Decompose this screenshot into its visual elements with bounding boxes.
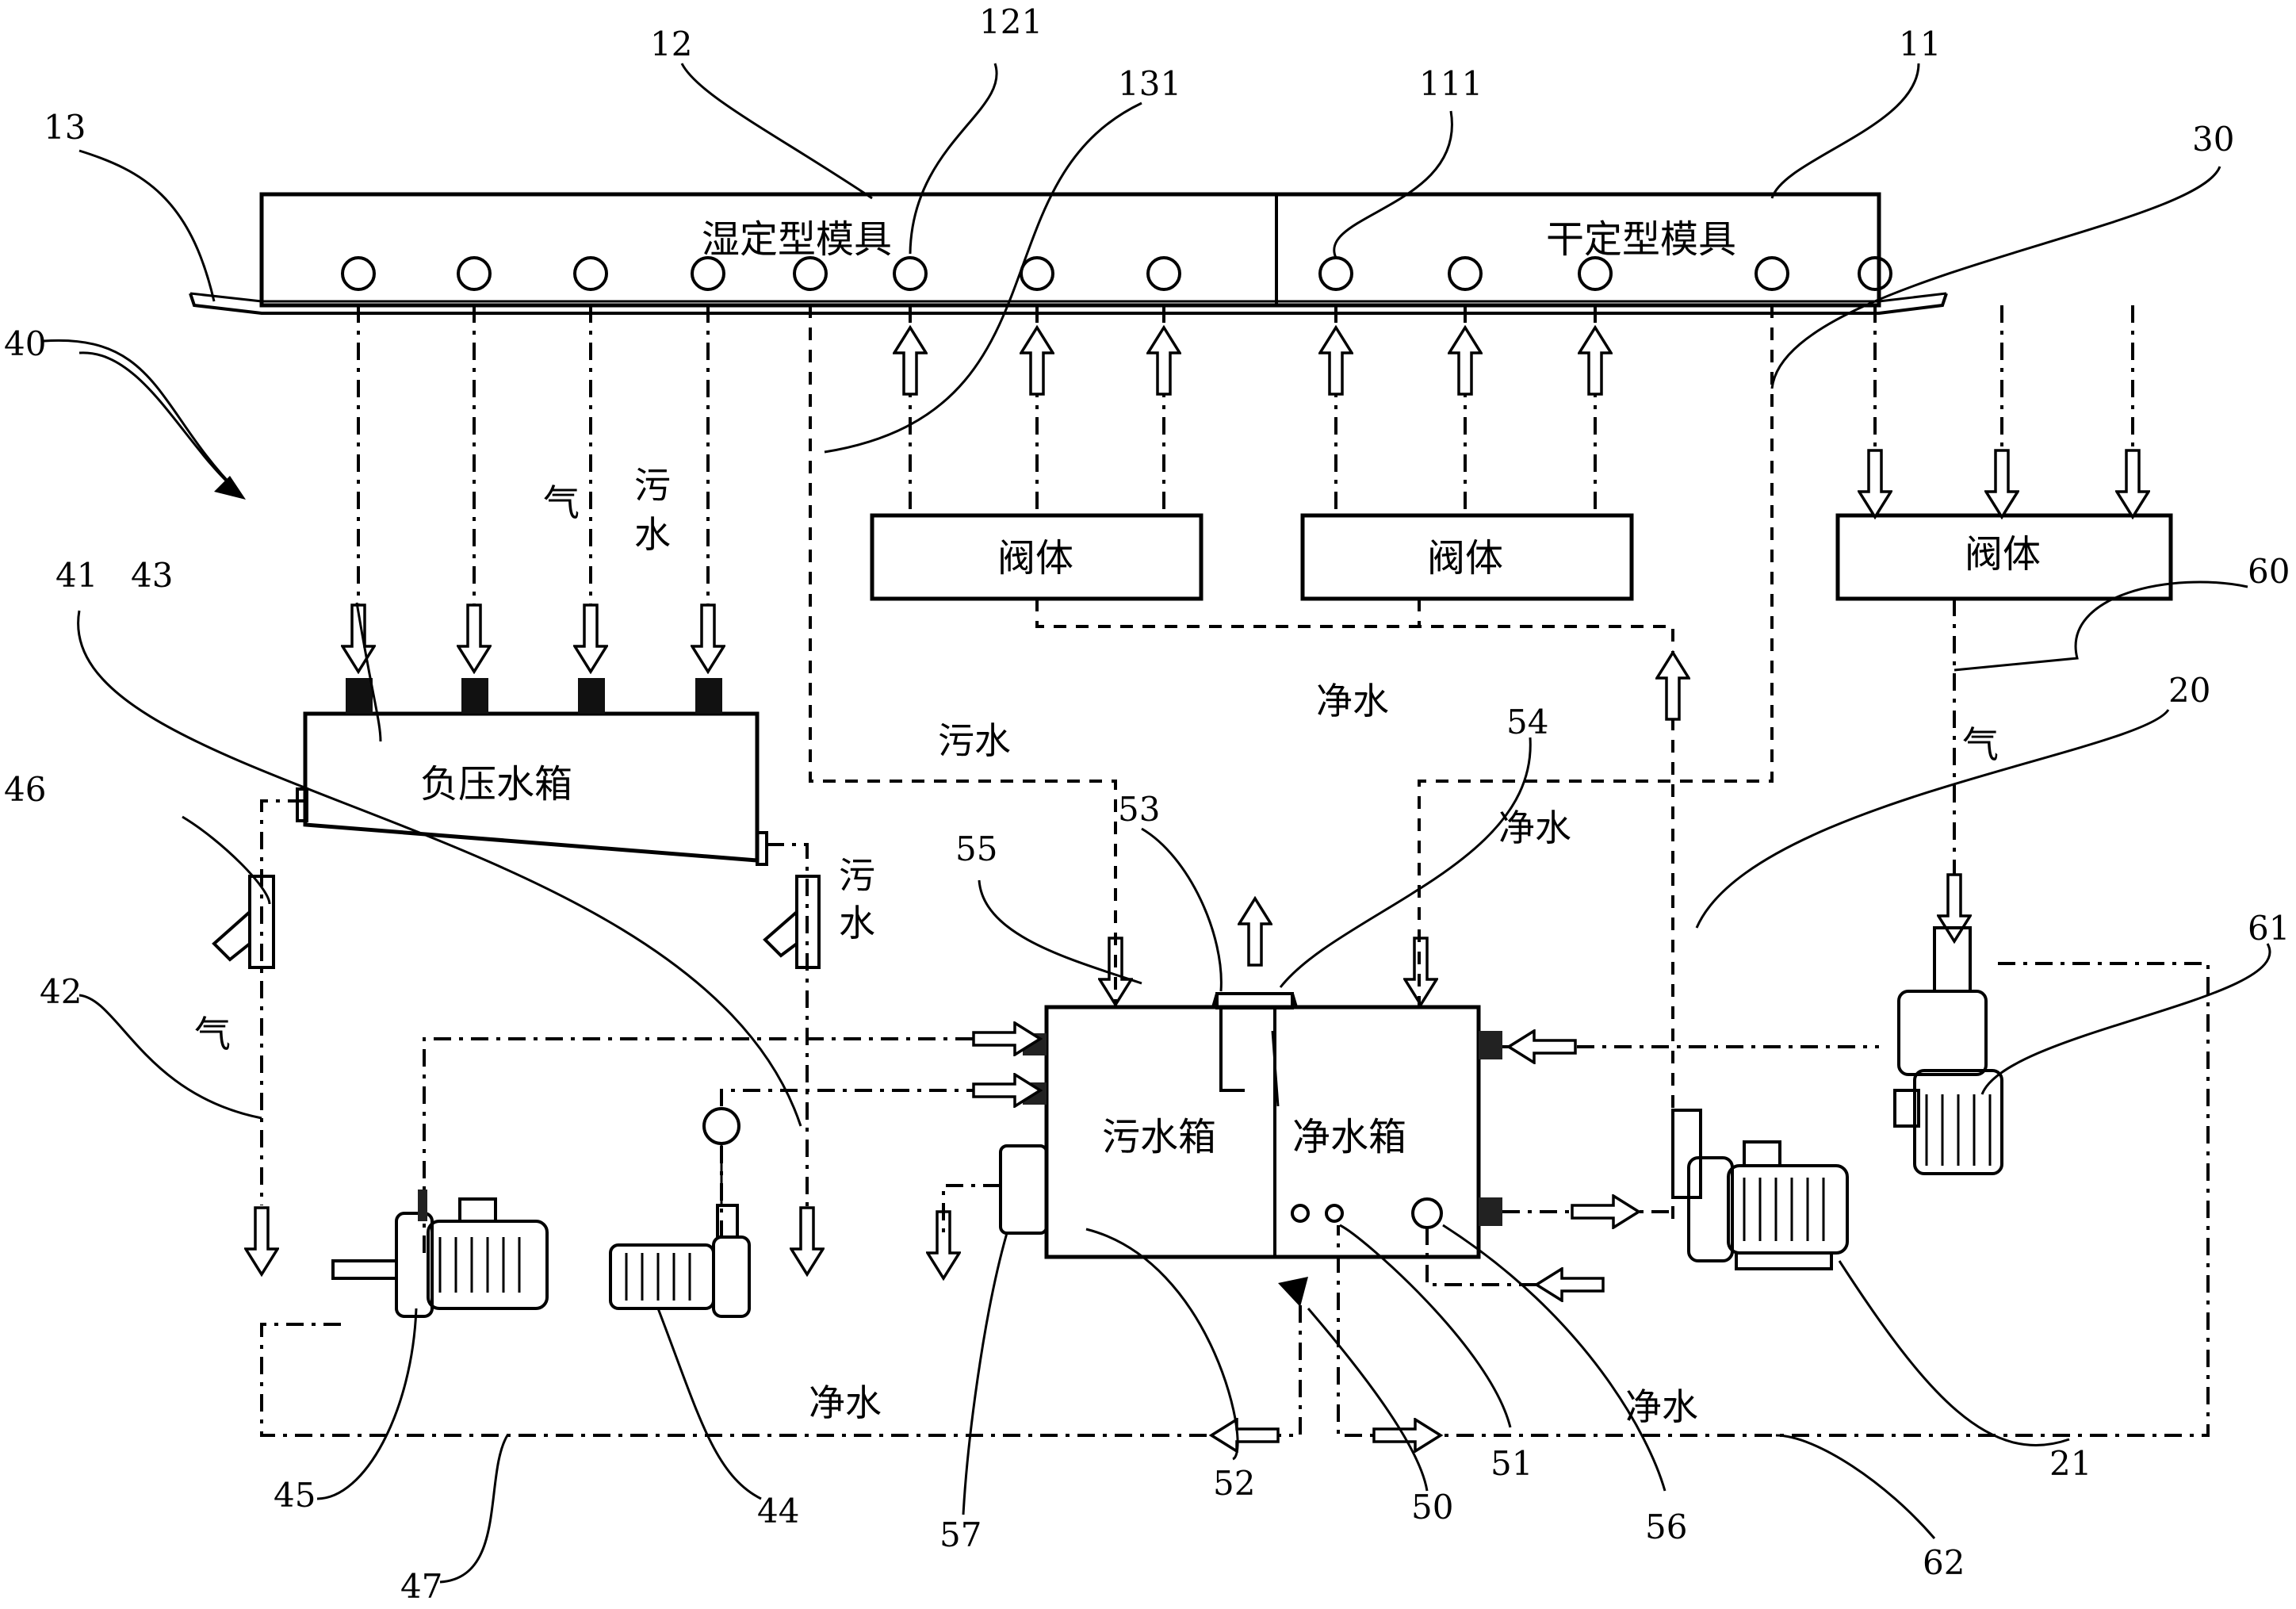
ref-55: 55: [955, 829, 997, 868]
ref-47: 47: [400, 1567, 442, 1606]
y-filter-right: [763, 875, 821, 969]
ref-53: 53: [1118, 790, 1160, 829]
mold-body: [259, 192, 1881, 308]
pump-45: [331, 1190, 549, 1318]
ref-44: 44: [757, 1492, 799, 1530]
ref-11: 11: [1899, 25, 1941, 63]
ref-21: 21: [2049, 1444, 2091, 1483]
sewage-label-c1: 污: [839, 854, 875, 897]
ref-43: 43: [131, 556, 173, 595]
clean-label-a: 净水: [1316, 680, 1389, 722]
valve-2-label: 阀体: [1427, 536, 1503, 580]
gas-label-c: 气: [194, 1013, 231, 1055]
clean-label-d: 净水: [1625, 1385, 1698, 1428]
valve-body-2: 阀体: [1300, 513, 1634, 601]
pump-61: [1893, 926, 2003, 1175]
ref-41: 41: [55, 556, 98, 595]
sewage-label-a1: 污: [634, 464, 671, 507]
pipe-network: [260, 305, 2210, 1437]
ref-57: 57: [939, 1515, 982, 1554]
reference-numbers: 13 12 121 131 111 11 30 40 43 41 60 20 5…: [4, 2, 2290, 1606]
valve-1-label: 阀体: [997, 536, 1073, 580]
mold-base-rail: [189, 293, 1948, 315]
ref-111: 111: [1419, 64, 1483, 103]
ref-60: 60: [2248, 552, 2290, 591]
ref-30: 30: [2192, 120, 2234, 159]
ref-12: 12: [650, 25, 692, 63]
wet-mold-label: 湿定型模具: [702, 217, 892, 262]
ref-131: 131: [1118, 64, 1181, 103]
valve-body-3: 阀体: [1835, 513, 2173, 601]
ref-54: 54: [1506, 703, 1548, 741]
ref-121: 121: [979, 2, 1043, 41]
ref-40-curve: [78, 351, 239, 493]
negative-pressure-tank: 负压水箱: [296, 678, 768, 866]
ref-45: 45: [274, 1476, 316, 1515]
ref-51: 51: [1490, 1444, 1533, 1483]
ref-61: 61: [2248, 909, 2290, 948]
mold-assembly: 湿定型模具 干定型模具: [189, 192, 1948, 315]
ref-62: 62: [1923, 1543, 1965, 1582]
sewage-label-b: 污水: [938, 719, 1011, 762]
flow-labels: 气 污 水 污水 净水 净水 气 污 水 气 净水 净水: [194, 464, 1999, 1428]
dry-mold-label: 干定型模具: [1546, 217, 1736, 262]
sewage-label-a2: 水: [634, 513, 671, 556]
leader-lines: [43, 63, 2271, 1584]
pump-44: [609, 1107, 751, 1318]
sewage-label-c2: 水: [839, 902, 875, 944]
ref-56: 56: [1645, 1507, 1687, 1546]
ref-40-arrowhead: [214, 476, 246, 500]
pump-21: [1671, 1109, 1849, 1270]
ref-40: 40: [4, 324, 46, 363]
dirty-tank-label: 污水箱: [1102, 1115, 1216, 1159]
clean-tank-label: 净水箱: [1292, 1115, 1406, 1159]
ref-42: 42: [40, 972, 82, 1011]
valve-feed-lines: [909, 305, 2134, 515]
valve-body-1: 阀体: [870, 513, 1203, 601]
gas-label-b: 气: [1962, 723, 1999, 766]
valve-3-label: 阀体: [1965, 532, 2041, 577]
neg-tank-label: 负压水箱: [420, 762, 572, 806]
ref-20: 20: [2168, 671, 2210, 710]
ref-52: 52: [1213, 1464, 1255, 1503]
ref-13: 13: [44, 108, 86, 147]
ref-46: 46: [4, 770, 46, 809]
mold-ports: [341, 256, 1892, 291]
flow-direction-arrow: [1278, 1277, 1308, 1307]
clean-label-c: 净水: [809, 1381, 882, 1424]
clean-label-b: 净水: [1498, 806, 1571, 849]
y-filter-left: [212, 875, 275, 969]
ref-50: 50: [1411, 1488, 1453, 1527]
gas-label-a: 气: [543, 481, 580, 524]
water-tank: 污水箱 净水箱: [999, 992, 1502, 1259]
